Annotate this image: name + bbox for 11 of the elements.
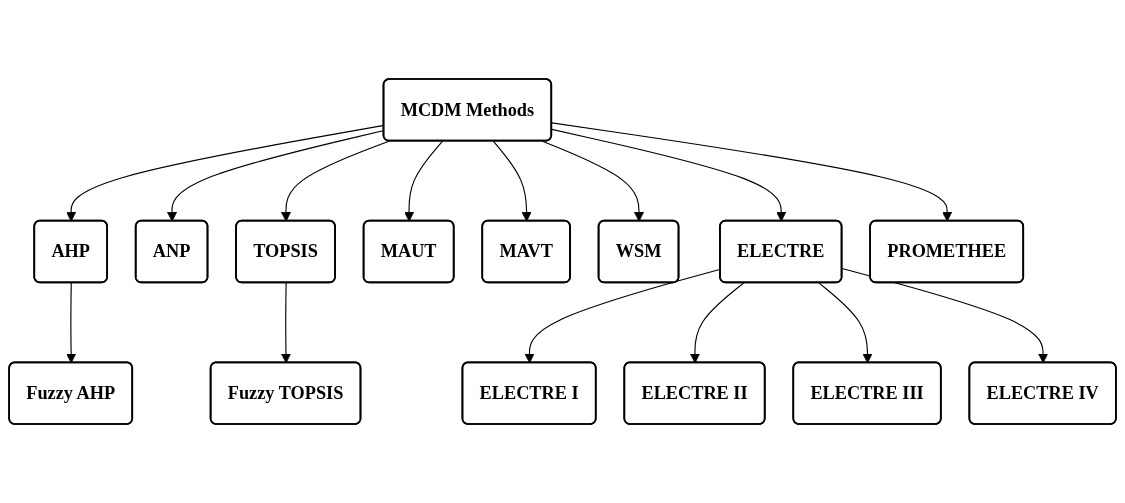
arrow	[841, 267, 1049, 364]
arrow	[551, 128, 787, 222]
arrow	[280, 140, 390, 222]
arrow	[280, 282, 291, 364]
arrow	[689, 282, 745, 364]
arrow	[492, 140, 532, 222]
arrow	[551, 122, 953, 222]
arrow	[66, 282, 77, 364]
arrow	[541, 140, 644, 222]
arrow	[818, 282, 873, 364]
arrow	[404, 140, 443, 222]
